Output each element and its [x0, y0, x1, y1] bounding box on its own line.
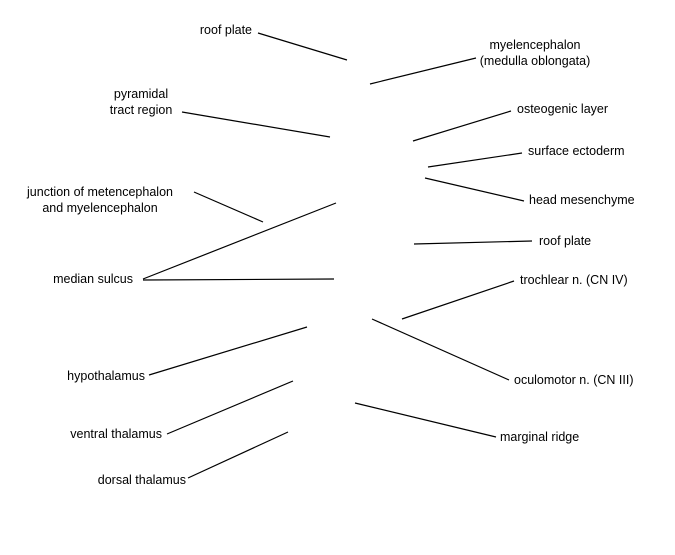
leader-surface-ectoderm	[427, 152, 523, 168]
label-roof-plate-right: roof plate	[539, 234, 592, 248]
leader-pyramidal-tract-region	[181, 111, 331, 138]
label-marginal-ridge: marginal ridge	[500, 430, 580, 444]
leader-head-mesenchyme	[424, 177, 525, 202]
label-ventral-thalamus: ventral thalamus	[70, 427, 162, 441]
label-median-sulcus: median sulcus	[53, 272, 133, 286]
leader-dorsal-thalamus	[187, 431, 289, 479]
leader-hypothalamus	[148, 326, 308, 376]
leader-roof-plate-top	[257, 32, 348, 61]
label-roof-plate-top: roof plate	[199, 23, 252, 37]
label-oculomotor: oculomotor n. (CN III)	[514, 373, 634, 387]
leader-osteogenic-layer	[412, 110, 512, 142]
leader-ventral-thalamus	[166, 380, 294, 435]
leader-oculomotor	[371, 318, 510, 381]
leader-myelencephalon	[369, 57, 477, 85]
leader-trochlear	[401, 280, 515, 320]
label-trochlear: trochlear n. (CN IV)	[520, 273, 628, 287]
leader-roof-plate-right	[413, 240, 533, 245]
label-osteogenic-layer: osteogenic layer	[517, 102, 609, 116]
leader-median-sulcus-lower	[142, 278, 335, 281]
leader-marginal-ridge	[354, 402, 497, 438]
leader-junction	[193, 191, 264, 223]
label-head-mesenchyme: head mesenchyme	[529, 193, 635, 207]
label-surface-ectoderm: surface ectoderm	[528, 144, 625, 158]
leader-median-sulcus-upper	[142, 202, 337, 280]
label-myelencephalon: myelencephalon (medulla oblongata)	[479, 38, 591, 68]
label-hypothalamus: hypothalamus	[67, 369, 145, 383]
label-dorsal-thalamus: dorsal thalamus	[97, 473, 186, 487]
label-pyramidal-tract-region: pyramidal tract region	[109, 87, 173, 117]
label-junction: junction of metencephalon and myelenceph…	[27, 185, 173, 215]
